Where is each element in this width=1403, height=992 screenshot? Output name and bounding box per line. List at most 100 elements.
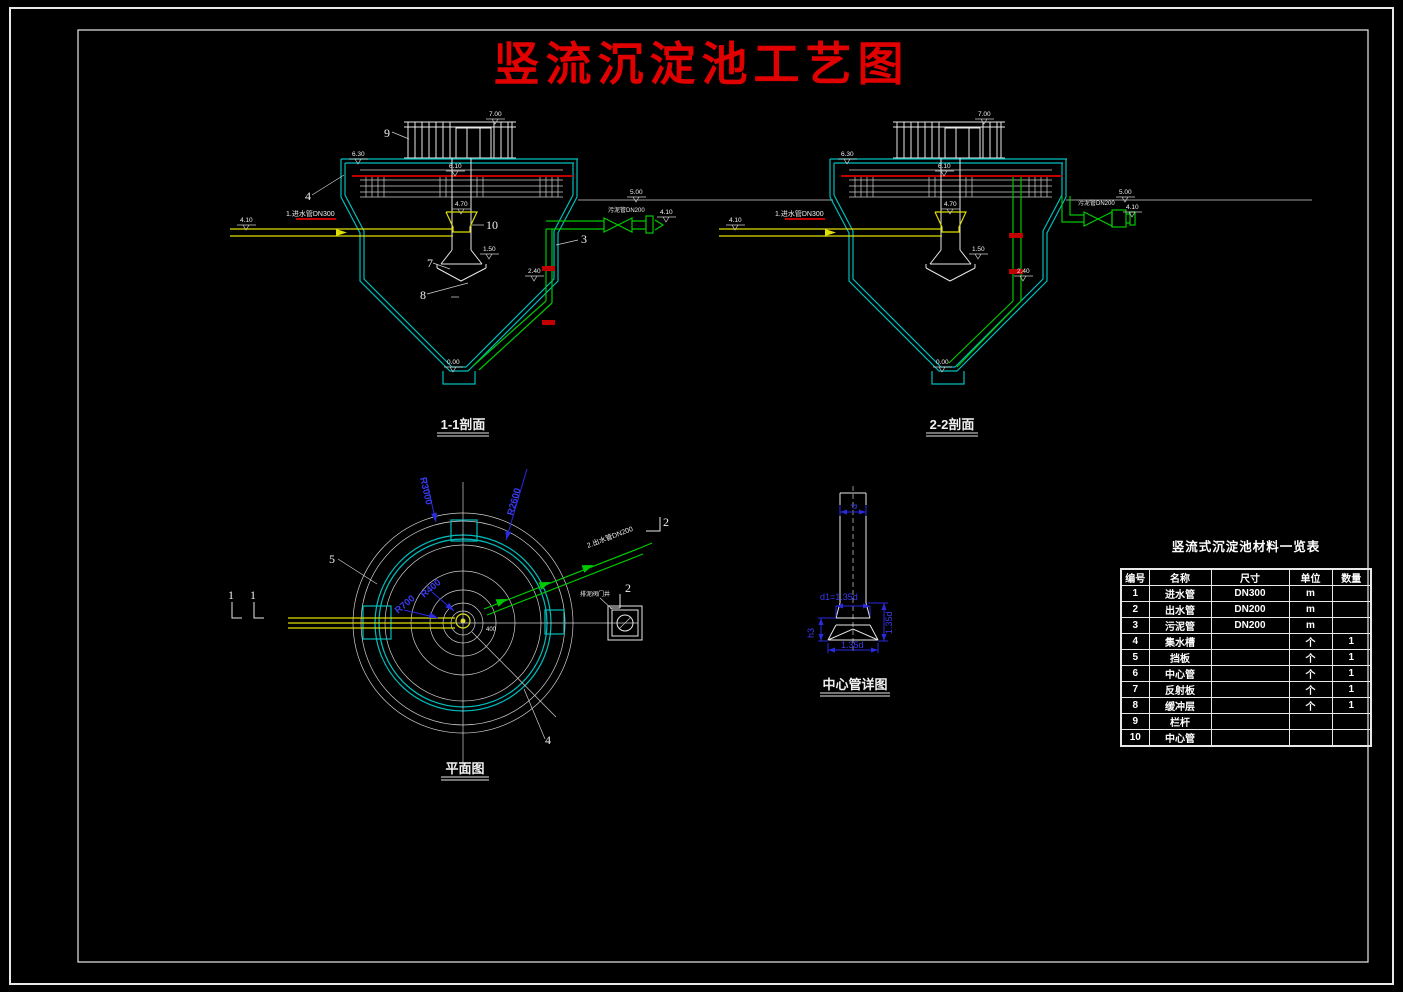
cut-marks: 1 1 2 2 bbox=[228, 515, 669, 619]
sludge-pipe-label: 污泥管DN200 bbox=[1078, 199, 1115, 207]
svg-text:4.70: 4.70 bbox=[455, 201, 468, 208]
col-header: 名称 bbox=[1148, 568, 1212, 586]
svg-text:2.40: 2.40 bbox=[528, 268, 541, 275]
detail-dims: d d1=1.35d 1.35d h3 1.35d bbox=[806, 504, 894, 653]
elevation-marker: 6.30 bbox=[838, 151, 857, 165]
caption-plan: 平面图 bbox=[445, 761, 484, 776]
col-header: 尺寸 bbox=[1210, 568, 1290, 586]
elevation-marker: 5.00 bbox=[1116, 189, 1135, 203]
svg-text:6.10: 6.10 bbox=[938, 163, 951, 170]
dim-h3: h3 bbox=[806, 628, 816, 638]
svg-text:7.00: 7.00 bbox=[978, 111, 991, 118]
balloon-4: 4 bbox=[305, 189, 311, 203]
col-header: 数量 bbox=[1331, 568, 1372, 586]
elevation-marker: 0.00 bbox=[444, 359, 463, 373]
elevation-marker: 4.70 bbox=[941, 201, 960, 215]
elevation-marker: 2.40 bbox=[525, 268, 544, 282]
section-2-2: 1.进水管DN300 污泥管DN200 7.00 6.30 6.10 5.00 … bbox=[718, 111, 1142, 437]
col-header: 单位 bbox=[1288, 568, 1333, 586]
svg-text:4.10: 4.10 bbox=[660, 209, 673, 216]
dim-d: d bbox=[849, 504, 859, 509]
caption-detail: 中心管详图 bbox=[822, 677, 887, 692]
radius-label-r3000: R3000 bbox=[417, 476, 434, 506]
part-balloons-1-1: 9 4 10 7 8 3 bbox=[305, 126, 587, 302]
elevation-marker: 7.00 bbox=[486, 111, 505, 125]
outlet-pipe-label: 2.出水管DN200 bbox=[585, 524, 634, 550]
elevation-marker: 6.10 bbox=[935, 163, 954, 177]
svg-text:4.10: 4.10 bbox=[729, 217, 742, 224]
plan-outlet-pipe bbox=[483, 542, 653, 616]
balloon-3: 3 bbox=[581, 232, 587, 246]
sludge-pipe-1-1 bbox=[472, 215, 665, 371]
svg-text:6.10: 6.10 bbox=[449, 163, 462, 170]
balloon-5: 5 bbox=[329, 552, 335, 566]
elevation-marker: 1.50 bbox=[969, 246, 988, 260]
cut-1b: 1 bbox=[250, 588, 256, 602]
drawing-title: 竖流沉淀池工艺图 bbox=[493, 39, 910, 90]
caption-2-2: 2-2剖面 bbox=[930, 417, 975, 432]
svg-text:6.30: 6.30 bbox=[352, 151, 365, 158]
elevation-marker: 4.10 bbox=[657, 209, 676, 223]
sludge-pipe-label: 污泥管DN200 bbox=[608, 206, 645, 214]
elevation-marker: 0.00 bbox=[933, 359, 952, 373]
elevation-marker: 4.10 bbox=[237, 217, 256, 231]
svg-text:4.10: 4.10 bbox=[240, 217, 253, 224]
elevation-marker: 4.10 bbox=[726, 217, 745, 231]
elevation-marker: 7.00 bbox=[975, 111, 994, 125]
svg-text:1.50: 1.50 bbox=[972, 246, 985, 253]
table-header-row: 编号 名称 尺寸 单位 数量 bbox=[1120, 568, 1372, 586]
inlet-pipe-label: 1.进水管DN300 bbox=[775, 209, 824, 218]
svg-text:0.00: 0.00 bbox=[936, 359, 949, 366]
elevation-marker: 2.40 bbox=[1014, 268, 1033, 282]
cut-2a: 2 bbox=[663, 515, 669, 529]
plan-view: R3000 R2600 R700 R400 1 1 2 2 5 4 2.出水管D… bbox=[228, 468, 669, 781]
svg-text:4.10: 4.10 bbox=[1126, 204, 1139, 211]
balloon-10: 10 bbox=[486, 218, 498, 232]
dim-135d-bottom: 1.35d bbox=[841, 640, 864, 650]
valve-well-label: 排泥阀门井 bbox=[580, 590, 610, 598]
cut-2b: 2 bbox=[625, 581, 631, 595]
svg-text:7.00: 7.00 bbox=[489, 111, 502, 118]
elevation-marker: 6.30 bbox=[349, 151, 368, 165]
radius-label-r2600: R2600 bbox=[505, 487, 523, 517]
balloon-7: 7 bbox=[427, 256, 433, 270]
center-pipe-detail: d d1=1.35d 1.35d h3 1.35d 中心管详图 bbox=[806, 486, 894, 697]
balloon-8: 8 bbox=[420, 288, 426, 302]
dim-135d-right: 1.35d bbox=[884, 611, 894, 634]
svg-text:0.00: 0.00 bbox=[447, 359, 460, 366]
center-dim: 400 bbox=[486, 627, 497, 633]
balloon-4: 4 bbox=[545, 733, 551, 747]
border-frame bbox=[9, 7, 1394, 985]
caption-1-1: 1-1剖面 bbox=[441, 417, 486, 432]
dim-d1: d1=1.35d bbox=[820, 592, 858, 602]
section-1-1: 9 4 10 7 8 3 1.进水管DN300 污泥管DN200 7.00 6.… bbox=[229, 111, 676, 437]
elevation-marker: 1.50 bbox=[480, 246, 499, 260]
plan-inlet-pipe bbox=[288, 617, 455, 629]
elevation-marker: 4.10 bbox=[1123, 204, 1142, 218]
elevation-marker: 6.10 bbox=[446, 163, 465, 177]
materials-table-title: 竖流式沉淀池材料一览表 bbox=[1171, 540, 1321, 554]
valve-well bbox=[599, 597, 643, 641]
col-header: 编号 bbox=[1120, 568, 1150, 586]
svg-text:5.00: 5.00 bbox=[1119, 189, 1132, 196]
cut-1a: 1 bbox=[228, 588, 234, 602]
elevation-marker: 4.70 bbox=[452, 201, 471, 215]
svg-text:2.40: 2.40 bbox=[1017, 268, 1030, 275]
radius-label-r400: R400 bbox=[419, 577, 443, 600]
balloon-9: 9 bbox=[384, 126, 390, 140]
svg-text:5.00: 5.00 bbox=[630, 189, 643, 196]
elevation-marker: 5.00 bbox=[627, 189, 646, 203]
